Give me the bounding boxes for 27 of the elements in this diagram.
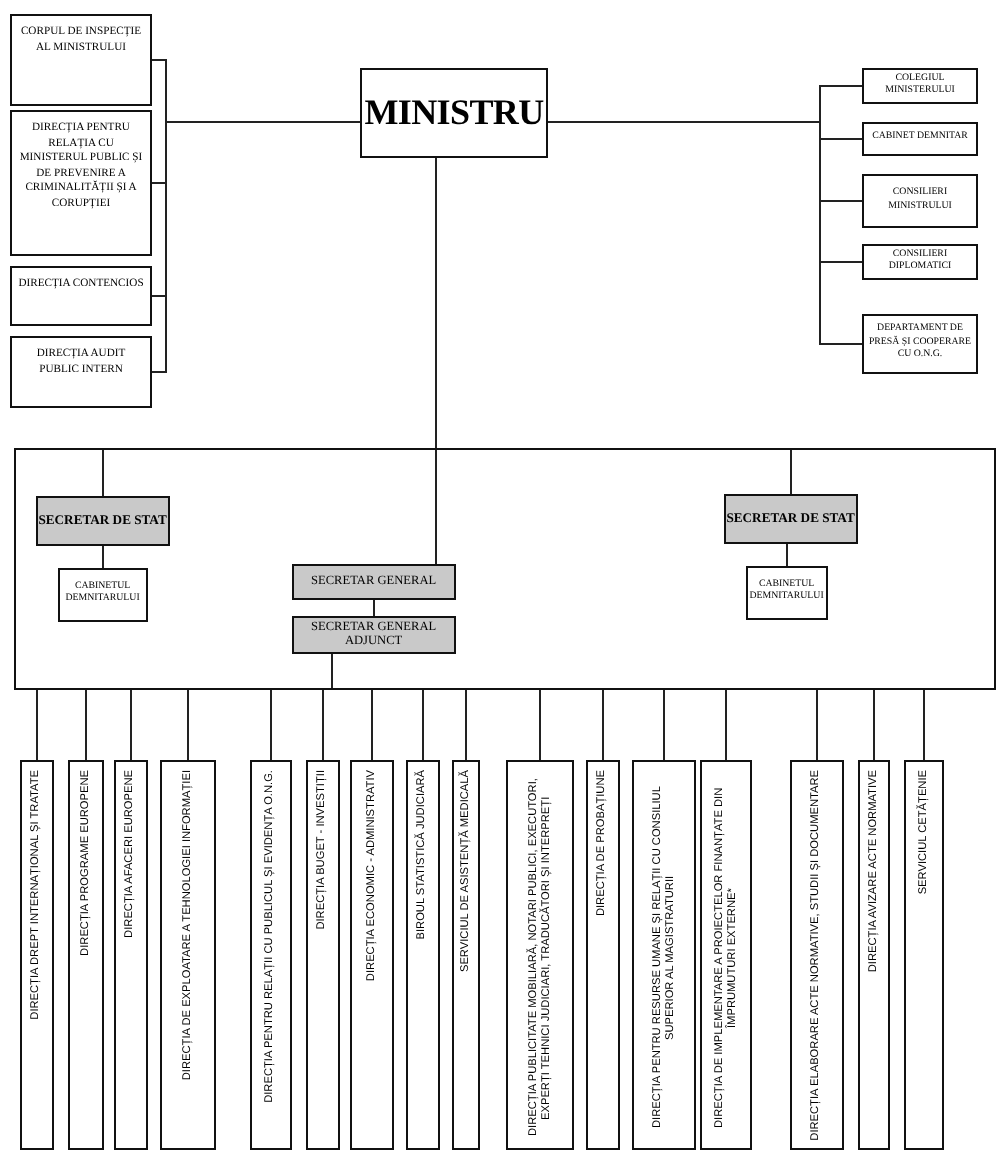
connector-line: [539, 689, 541, 761]
connector-line: [331, 653, 333, 691]
connector-line: [151, 121, 361, 373]
connector-line: [790, 447, 792, 495]
connector-line: [422, 689, 424, 761]
connector-line: [873, 689, 875, 761]
connector-line: [435, 157, 437, 565]
connector-line: [602, 689, 604, 761]
connector-line: [102, 447, 104, 497]
connector-line: [373, 599, 375, 617]
connector-line: [85, 689, 87, 761]
connector-line: [465, 689, 467, 761]
connector-line: [270, 689, 272, 761]
connector-line: [663, 689, 665, 761]
connector-line: [322, 689, 324, 761]
connector-line: [786, 543, 788, 567]
connector-line: [547, 121, 863, 345]
connector-line: [36, 689, 38, 761]
connector-line: [816, 689, 818, 761]
connector-line: [130, 689, 132, 761]
connector-line: [923, 689, 925, 761]
minister-box: MINISTRU: [360, 68, 548, 158]
connector-line: [187, 689, 189, 761]
connector-line: [102, 545, 104, 569]
connector-line: [371, 689, 373, 761]
secretariat-frame: [14, 448, 996, 690]
connector-line: [725, 689, 727, 761]
